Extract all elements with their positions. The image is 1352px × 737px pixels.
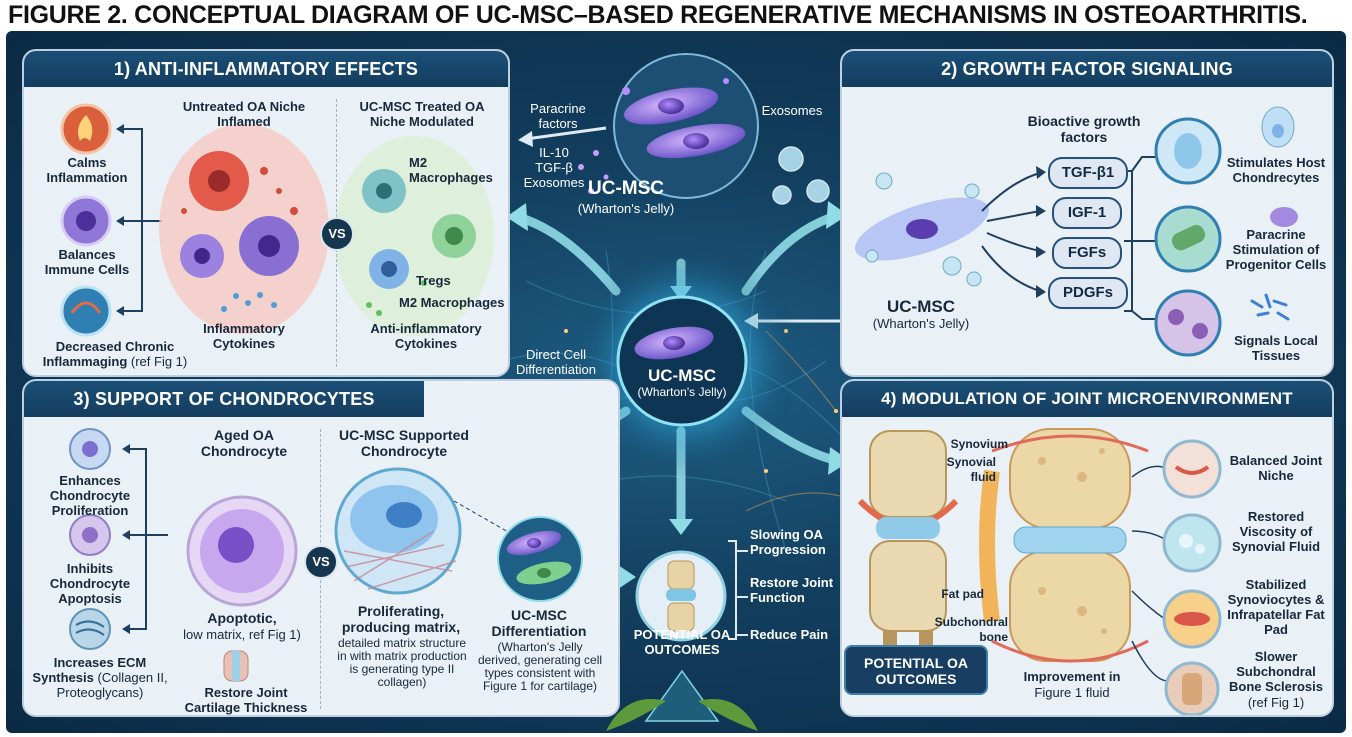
factor-fgf: FGFs — [1052, 237, 1122, 269]
panel2-cell-label: UC-MSC — [887, 297, 955, 316]
panel1-graphics — [60, 103, 494, 337]
hub-cell — [568, 243, 804, 479]
paracrine-arrow — [525, 126, 607, 141]
panel3-prolif-bold: Proliferating, producing matrix, — [341, 603, 461, 635]
hub-label: UC-MSC — [648, 366, 716, 385]
panel4-ref: (ref Fig 1) — [1247, 695, 1305, 710]
top-cell-sub: (Wharton's Jelly) — [577, 201, 675, 216]
panel4-label-bone: Subchondral bone — [934, 615, 1008, 644]
panel4-label-fluid: Synovial fluid — [946, 455, 996, 484]
panel4-improvement-bold: Improvement in — [1023, 669, 1121, 684]
paracrine-dots — [578, 150, 609, 194]
outcomes-box: POTENTIAL OA OUTCOMES — [844, 645, 988, 695]
panel3-apoptotic-bold: Apoptotic, — [207, 610, 277, 626]
panel4-graphics — [857, 428, 1222, 715]
paracrine-label: Paracrine factors — [530, 101, 586, 131]
panel-growth-factor: 2) GROWTH FACTOR SIGNALING — [840, 49, 1334, 377]
outcome-item-1: Slowing OA Progression — [750, 527, 826, 557]
exosome-bubbles — [772, 146, 830, 205]
figure-title: FIGURE 2. CONCEPTUAL DIAGRAM OF UC-MSC–B… — [8, 1, 1308, 29]
panel1-tregs: Tregs — [416, 273, 451, 288]
panel2-outcome-3: Signals Local Tissues — [1234, 333, 1318, 363]
outcomes-label: POTENTIAL OA OUTCOMES — [633, 627, 731, 657]
panel1-right-title: UC-MSC Treated OA Niche Modulated — [359, 99, 485, 129]
panel1-item-balances: Balances Immune Cells — [44, 247, 130, 277]
panel4-outcome-1: Balanced Joint Niche — [1229, 453, 1323, 483]
factor-tgf: TGF-β1 — [1048, 157, 1128, 189]
panel3-graphics — [69, 428, 583, 682]
panel3-restore: Restore Joint Cartilage Thickness — [184, 685, 308, 715]
background-network — [475, 53, 1083, 731]
panel2-outcome-1: Stimulates Host Chondrecytes — [1226, 155, 1326, 185]
panel3-right-title: UC-MSC Supported Chondrocyte — [339, 427, 469, 459]
panel4-label-synovium: Synovium — [950, 437, 1008, 451]
hub-sub: (Wharton's Jelly) — [637, 385, 727, 399]
panel4-heading: 4) MODULATION OF JOINT MICROENVIRONMENT — [842, 381, 1332, 417]
panel3-item-proliferation: Enhances Chondrocyte Proliferation — [49, 473, 131, 518]
panel1-item-inflammaging: Decreased Chronic Inflammaging (ref Fig … — [42, 339, 188, 369]
panel3-vs: VS — [304, 545, 338, 579]
panel3-heading: 3) SUPPORT OF CHONDROCYTES — [24, 381, 424, 417]
panel3-diff-title: UC-MSC Differentiation — [491, 607, 587, 639]
exosomes-label: Exosomes — [761, 103, 823, 118]
panel1-right-bottom: Anti-inflammatory Cytokines — [370, 321, 482, 351]
panel4-outcome-3: Stabilized Synoviocytes & Infrapatellar … — [1227, 577, 1325, 637]
paracrine-exosomes: Exosomes — [523, 175, 585, 190]
panel3-diff-rest: (Wharton's Jelly derived, generating cel… — [477, 640, 603, 693]
direct-differentiation-label: Direct Cell Differentiation — [516, 347, 596, 377]
panel2-graphics — [855, 106, 1298, 357]
panel1-m2-bottom: M2 Macrophages — [399, 295, 505, 310]
top-cell-label: UC-MSC — [588, 178, 664, 199]
panel2-outcome-2: Paracrine Stimulation of Progenitor Cell… — [1225, 227, 1327, 272]
outcome-item-3: Reduce Pain — [750, 627, 829, 642]
panel1-vs: VS — [320, 217, 354, 251]
diagram-canvas: 1) ANTI-INFLAMMATORY EFFECTS — [6, 31, 1346, 733]
panel3-left-title: Aged OA Chondrocyte — [200, 427, 288, 459]
panel1-m2-top: M2 Macrophages — [409, 155, 493, 185]
top-cell-sphere — [613, 53, 759, 199]
panel1-heading: 1) ANTI-INFLAMMATORY EFFECTS — [24, 51, 508, 87]
panel1-left-bottom: Inflammatory Cytokines — [203, 321, 285, 351]
panel3-apoptotic-rest: low matrix, ref Fig 1) — [183, 627, 301, 642]
panel2-bioactive: Bioactive growth factors — [1027, 113, 1141, 145]
panel4-improvement-rest: Figure 1 fluid — [1034, 685, 1110, 700]
compass-decor — [606, 669, 758, 731]
panel-anti-inflammatory: 1) ANTI-INFLAMMATORY EFFECTS — [22, 49, 510, 377]
factor-igf: IGF-1 — [1052, 197, 1122, 229]
outcomes-box-label: POTENTIAL OA OUTCOMES — [864, 655, 968, 687]
panel1-left-title: Untreated OA Niche Inflamed — [182, 99, 306, 129]
factor-pdgf: PDGFs — [1048, 277, 1128, 309]
outcome-item-2: Restore Joint Function — [750, 575, 834, 605]
panel3-item-ecm: Increases ECM Synthesis (Collagen II, Pr… — [32, 655, 168, 700]
paracrine-tgfb: TGF-β — [535, 160, 573, 175]
panel4-outcome-2: Restored Viscosity of Synovial Fluid — [1231, 509, 1321, 554]
paracrine-il10: IL-10 — [539, 145, 569, 160]
panel2-cell-sub: (Wharton's Jelly) — [872, 316, 970, 331]
panel1-item-calms: Calms Inflammation — [46, 155, 128, 185]
panel3-prolif-rest: detailed matrix structure in with matrix… — [337, 636, 467, 689]
panel-chondrocytes: 3) SUPPORT OF CHONDROCYTES — [22, 379, 620, 717]
panel3-item-apoptosis: Inhibits Chondrocyte Apoptosis — [49, 561, 131, 606]
panel4-outcome-4: Slower Subchondral Bone Sclerosis — [1229, 649, 1323, 694]
outcome-bracket — [728, 540, 748, 640]
panel4-label-fatpad: Fat pad — [941, 587, 984, 601]
panel2-heading: 2) GROWTH FACTOR SIGNALING — [842, 51, 1332, 87]
outcome-knee-icon — [635, 550, 727, 642]
